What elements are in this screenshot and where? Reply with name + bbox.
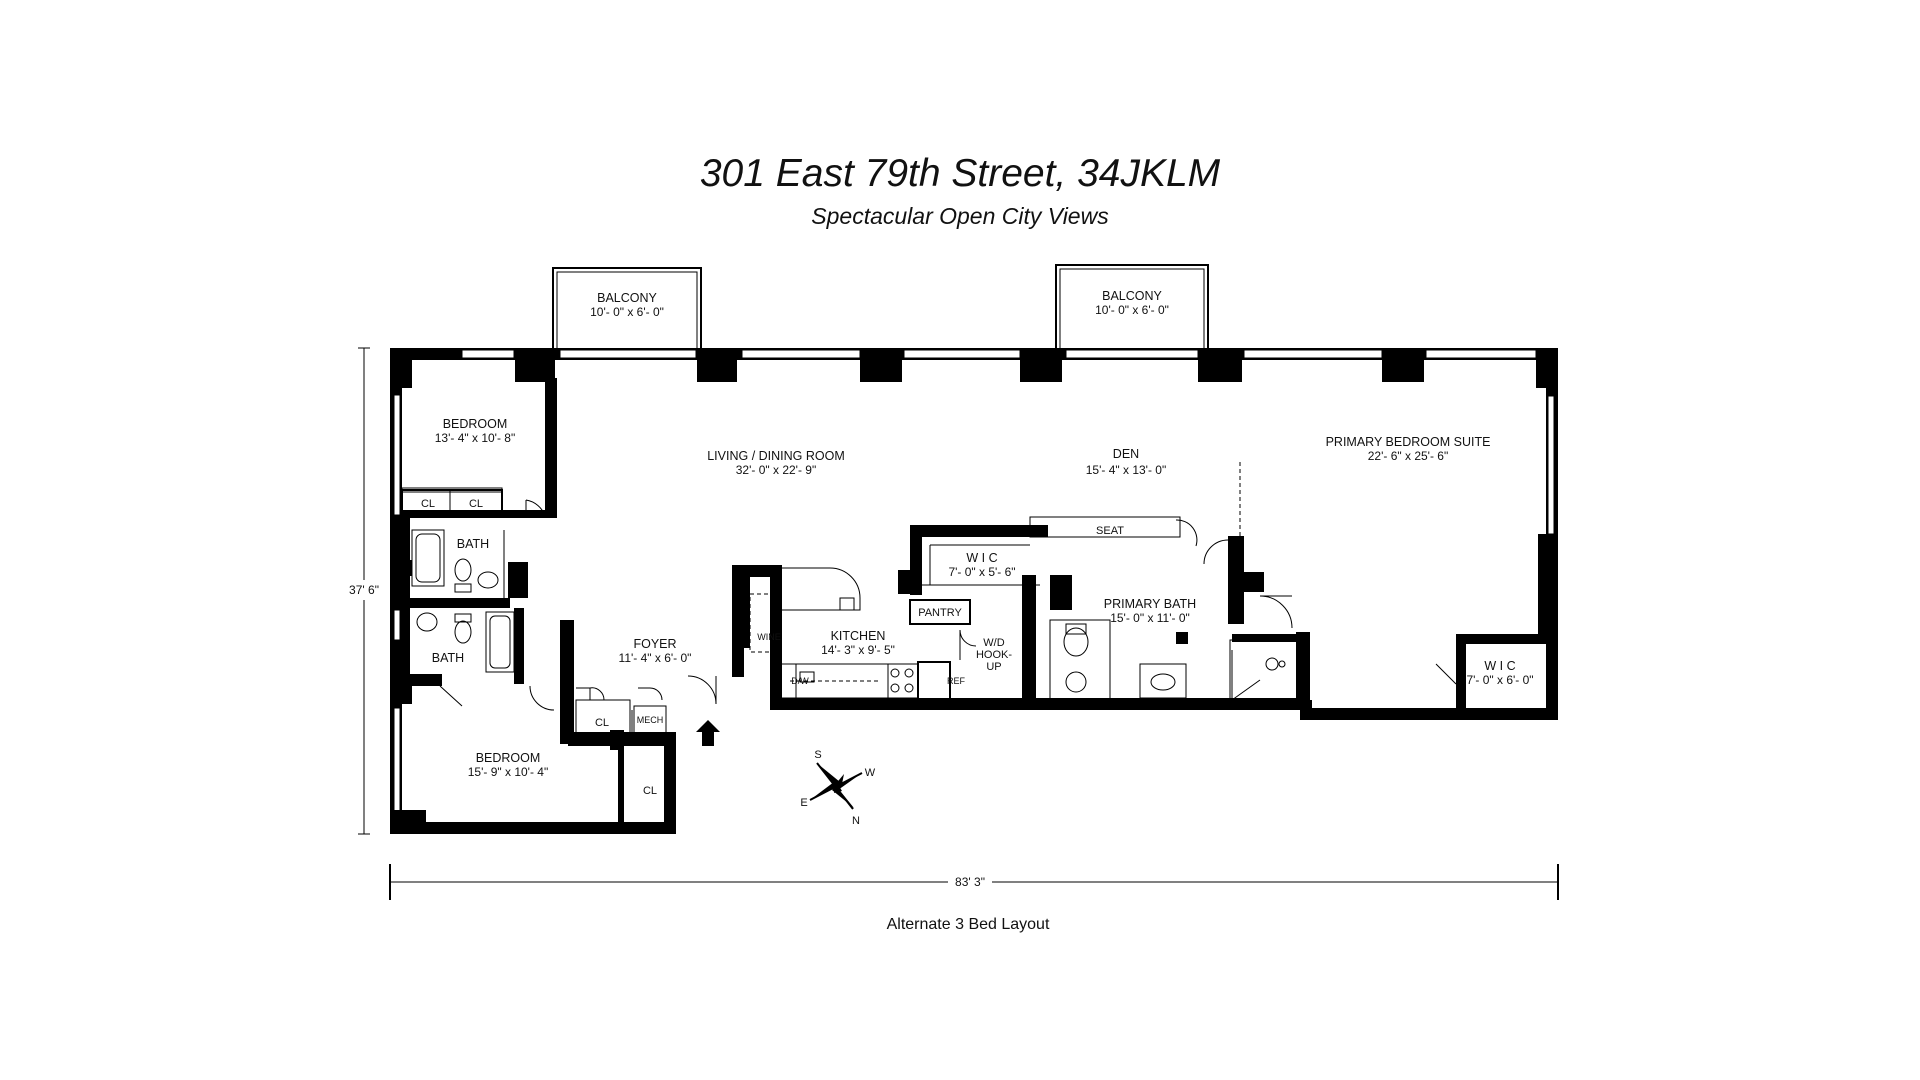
- wic-1-name: W I C: [966, 551, 997, 565]
- den-size: 15'- 4" x 13'- 0": [1086, 463, 1166, 477]
- wic-2-name: W I C: [1484, 659, 1515, 673]
- primary-bath-name: PRIMARY BATH: [1104, 597, 1196, 611]
- dishwasher-label: D/W: [791, 676, 809, 686]
- primary-bath-size: 15'- 0" x 11'- 0": [1110, 611, 1190, 625]
- wic-2-size: 7'- 0" x 6'- 0": [1466, 673, 1533, 687]
- compass-n: N: [852, 815, 860, 827]
- primary-suite-size: 22'- 6" x 25'- 6": [1368, 449, 1448, 463]
- wd-label-3: UP: [986, 661, 1001, 673]
- kitchen-size: 14'- 3" x 9'- 5": [821, 643, 895, 657]
- layout-note: Alternate 3 Bed Layout: [887, 916, 1050, 933]
- kitchen-walls: [736, 462, 1548, 714]
- wine-label: WINE: [757, 632, 781, 642]
- mech-label: MECH: [637, 715, 664, 725]
- bedroom-2-name: BEDROOM: [476, 751, 541, 765]
- wd-label-1: W/D: [983, 637, 1004, 649]
- height-dimension: 37' 6": [349, 583, 379, 597]
- page-subtitle: Spectacular Open City Views: [811, 203, 1109, 229]
- den-name: DEN: [1113, 447, 1139, 461]
- pantry-label: PANTRY: [918, 607, 962, 619]
- compass: [809, 762, 863, 810]
- bedroom-2-closet-label: CL: [643, 785, 657, 797]
- bedroom-1-name: BEDROOM: [443, 417, 508, 431]
- closet-label-b: CL: [469, 498, 483, 510]
- bath-1-label: BATH: [457, 537, 489, 551]
- kitchen-name: KITCHEN: [831, 629, 886, 643]
- wic-1-size: 7'- 0" x 5'- 6": [948, 565, 1015, 579]
- balcony-right-size: 10'- 0" x 6'- 0": [1095, 303, 1169, 317]
- page-title: 301 East 79th Street, 34JKLM: [699, 152, 1221, 195]
- closet-label-a: CL: [421, 498, 435, 510]
- foyer-walls: [566, 620, 720, 746]
- compass-s: S: [814, 749, 821, 761]
- bedroom-2-size: 15'- 9" x 10'- 4": [468, 765, 548, 779]
- left-wing-walls: [401, 378, 557, 711]
- dimension-lines: [342, 347, 1559, 900]
- seat-label: SEAT: [1096, 525, 1124, 537]
- foyer-size: 11'- 4" x 6'- 0": [619, 651, 692, 665]
- living-dining-name: LIVING / DINING ROOM: [707, 449, 845, 463]
- width-dimension: 83' 3": [955, 875, 985, 889]
- wd-label-2: HOOK-: [976, 649, 1012, 661]
- refrigerator-label: REF: [947, 676, 966, 686]
- compass-w: W: [865, 767, 876, 779]
- compass-e: E: [800, 797, 807, 809]
- living-dining-size: 32'- 0" x 22'- 9": [736, 463, 816, 477]
- foyer-name: FOYER: [633, 637, 676, 651]
- balcony-left-name: BALCONY: [597, 291, 657, 305]
- bath-2-label: BATH: [432, 651, 464, 665]
- bedroom-1-size: 13'- 4" x 10'- 8": [435, 431, 515, 445]
- compass-labels: S W E N: [800, 749, 875, 827]
- exterior-walls: [390, 348, 1558, 834]
- balcony-right-name: BALCONY: [1102, 289, 1162, 303]
- room-labels: BALCONY 10'- 0" x 6'- 0" BALCONY 10'- 0"…: [421, 289, 1534, 797]
- balcony-left-size: 10'- 0" x 6'- 0": [590, 305, 664, 319]
- foyer-closet-label: CL: [595, 717, 609, 729]
- primary-suite-name: PRIMARY BEDROOM SUITE: [1326, 435, 1491, 449]
